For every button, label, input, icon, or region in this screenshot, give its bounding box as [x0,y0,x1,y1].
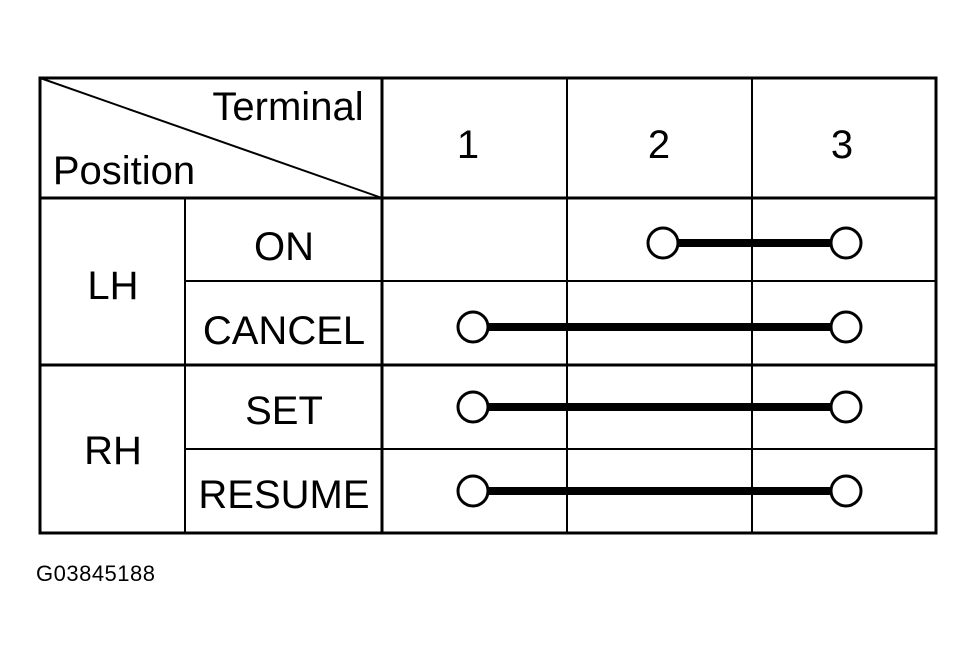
position-label-on: ON [254,225,314,269]
terminal-node-cancel-1 [456,310,490,344]
position-label-resume: RESUME [198,473,369,517]
position-label-cancel: CANCEL [203,309,365,353]
terminal-2-header: 2 [648,123,670,167]
group-label-rh: RH [84,429,142,473]
terminal-node-resume-1 [456,474,490,508]
terminal-node-cancel-3 [829,310,863,344]
terminal-node-resume-3 [829,474,863,508]
terminal-node-on-2 [646,226,680,260]
continuity-connections [456,226,863,508]
terminal-3-header: 3 [831,123,853,167]
terminal-node-set-1 [456,390,490,424]
terminal-node-set-3 [829,390,863,424]
terminal-header-label: Terminal [212,85,363,129]
header-diagonal-line [38,76,384,200]
position-header-label: Position [53,149,195,193]
figure-id: G03845188 [36,561,156,586]
terminal-1-header: 1 [457,123,479,167]
table-grid [38,76,938,535]
position-label-set: SET [245,389,323,433]
table-border [38,76,938,535]
group-label-lh: LH [87,264,138,308]
terminal-node-on-3 [829,226,863,260]
